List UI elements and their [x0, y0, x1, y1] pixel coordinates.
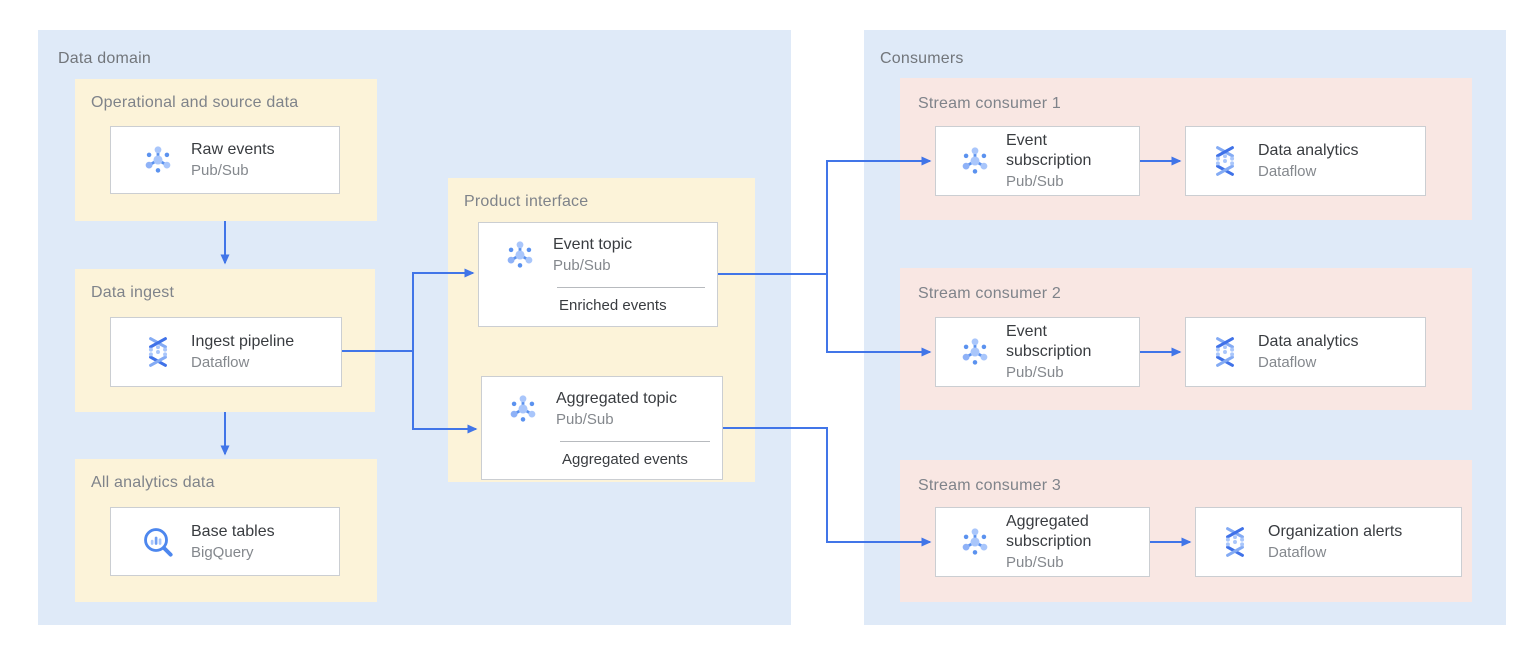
- card-event-subscription-1: Event subscription Pub/Sub: [935, 126, 1140, 196]
- data-domain-label: Data domain: [58, 50, 151, 67]
- card-title: Data analytics: [1258, 142, 1359, 159]
- card-subtitle: Dataflow: [1258, 354, 1317, 371]
- card-ingest-pipeline: Ingest pipeline Dataflow: [110, 317, 342, 387]
- card-title: Event subscription: [1006, 132, 1092, 169]
- group-label: Stream consumer 1: [918, 95, 1062, 112]
- card-title: Base tables: [191, 522, 275, 540]
- card-subtitle: Pub/Sub: [1006, 173, 1064, 190]
- consumers-label: Consumers: [880, 50, 964, 67]
- card-subtitle: Pub/Sub: [553, 257, 611, 274]
- card-title: Event subscription: [1006, 323, 1092, 360]
- group-label: Product interface: [464, 193, 589, 210]
- card-title: Aggregated subscription: [1006, 513, 1092, 550]
- card-event-topic: Event topic Pub/Sub Enriched events: [478, 222, 718, 327]
- pubsub-icon: [958, 144, 992, 178]
- card-note: Aggregated events: [562, 451, 688, 468]
- pubsub-icon: [503, 238, 537, 272]
- group-label: Operational and source data: [91, 94, 299, 111]
- card-data-analytics-2: Data analytics Dataflow: [1185, 317, 1426, 387]
- card-note: Enriched events: [559, 297, 667, 314]
- dataflow-icon: [141, 335, 175, 369]
- pubsub-icon: [141, 143, 175, 177]
- card-title: Ingest pipeline: [191, 333, 295, 350]
- card-event-subscription-2: Event subscription Pub/Sub: [935, 317, 1140, 387]
- pubsub-icon: [958, 525, 992, 559]
- group-label: Data ingest: [91, 284, 175, 301]
- card-subtitle: Pub/Sub: [1006, 364, 1064, 381]
- divider: [560, 441, 710, 442]
- card-title: Raw events: [191, 141, 275, 158]
- card-title: Event topic: [553, 236, 633, 253]
- card-subtitle: Pub/Sub: [556, 411, 614, 428]
- card-organization-alerts-3: Organization alerts Dataflow: [1195, 507, 1462, 577]
- dataflow-icon: [1208, 144, 1242, 178]
- group-label: Stream consumer 2: [918, 285, 1062, 302]
- card-aggregated-subscription-3: Aggregated subscription Pub/Sub: [935, 507, 1150, 577]
- card-subtitle: Dataflow: [1258, 163, 1317, 180]
- bigquery-icon: [141, 525, 175, 559]
- card-subtitle: Pub/Sub: [191, 162, 249, 179]
- card-title: Data analytics: [1258, 333, 1359, 350]
- card-subtitle: BigQuery: [191, 543, 254, 561]
- group-label: Stream consumer 3: [918, 477, 1062, 494]
- pubsub-icon: [506, 392, 540, 426]
- card-subtitle: Dataflow: [191, 354, 250, 371]
- divider: [557, 287, 705, 288]
- card-data-analytics-1: Data analytics Dataflow: [1185, 126, 1426, 196]
- pubsub-icon: [958, 335, 992, 369]
- dataflow-icon: [1208, 335, 1242, 369]
- card-title: Organization alerts: [1268, 523, 1403, 540]
- group-label: All analytics data: [91, 474, 215, 491]
- card-subtitle: Pub/Sub: [1006, 554, 1064, 571]
- card-raw-events: Raw events Pub/Sub: [110, 126, 340, 194]
- dataflow-icon: [1218, 525, 1252, 559]
- card-base-tables: Base tables BigQuery: [110, 507, 340, 576]
- card-aggregated-topic: Aggregated topic Pub/Sub Aggregated even…: [481, 376, 723, 480]
- card-subtitle: Dataflow: [1268, 544, 1327, 561]
- card-title: Aggregated topic: [556, 390, 677, 407]
